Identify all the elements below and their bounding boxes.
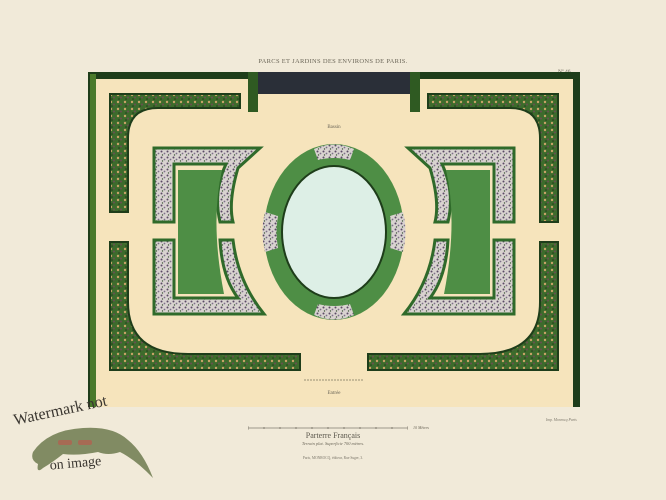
top-slate-band	[253, 72, 415, 94]
plate-title: PARCS ET JARDINS DES ENVIRONS DE PARIS.	[258, 58, 408, 65]
plate-subcaption: Terrain plat. Superficie 700 mètres.	[301, 441, 365, 446]
shrub-border-tr	[427, 93, 559, 223]
watermark-crocodile: Watermark not on image	[12, 392, 153, 478]
central-basin	[281, 165, 387, 299]
svg-text:Watermark not: Watermark not	[12, 392, 109, 429]
scale-bar	[248, 426, 408, 430]
svg-text:on image: on image	[49, 454, 102, 473]
shrub-border-tl	[109, 93, 241, 213]
label-entree: Entrée	[327, 391, 341, 396]
publisher-credit: Paris, MONROCQ, éditeur, Rue Suger, 3.	[302, 456, 364, 460]
flower-bed-tr	[404, 146, 516, 224]
shrub-border-br	[367, 241, 559, 371]
plate-caption: Parterre Français	[305, 431, 361, 440]
shrub-border-bl	[109, 241, 301, 371]
lawn-right	[444, 170, 490, 294]
flower-bed-br	[400, 238, 516, 316]
flower-bed-bl	[152, 238, 268, 316]
garden-plan: Bassin Entrée	[88, 72, 580, 420]
scale-label: 10 Mètres	[413, 425, 429, 430]
flower-bed-tl	[152, 146, 264, 224]
lawn-left	[178, 170, 224, 294]
label-bassin: Bassin	[327, 125, 341, 130]
printer-credit: Imp. Monrocq Paris	[546, 418, 577, 422]
